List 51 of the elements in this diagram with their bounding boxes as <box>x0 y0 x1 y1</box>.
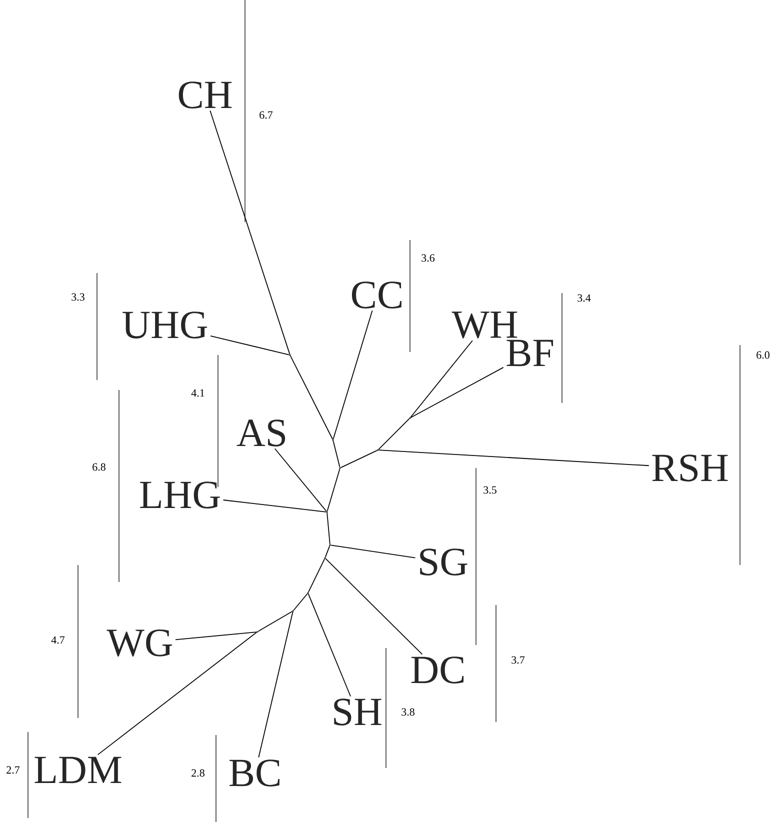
tree-branch <box>410 367 504 418</box>
tree-branch <box>324 546 330 558</box>
taxon-label: LDM <box>34 756 122 784</box>
tree-branch <box>410 340 473 418</box>
taxon-label: CC <box>352 282 402 308</box>
tree-branch <box>222 500 326 512</box>
scale-value: 2.7 <box>6 766 20 774</box>
tree-branch <box>308 593 352 697</box>
taxon-label: DC <box>411 656 464 684</box>
scale-value: 3.8 <box>402 708 414 716</box>
taxon-label: AS <box>236 420 286 446</box>
scale-value: 3.6 <box>422 254 435 262</box>
scale-value: 6.7 <box>260 111 273 119</box>
tree-branch <box>293 593 308 611</box>
tree-branch <box>97 632 257 756</box>
tree-branch <box>325 558 423 655</box>
tree-branch <box>378 450 650 466</box>
tree-branch <box>175 632 256 640</box>
scale-value: 3.5 <box>484 486 496 494</box>
scale-value: 3.4 <box>578 294 591 302</box>
taxon-label: UHG <box>122 312 208 338</box>
scale-value: 3.7 <box>512 656 525 664</box>
scale-value: 6.8 <box>92 463 106 471</box>
taxon-label: WH <box>452 312 518 338</box>
taxon-label: BF <box>506 340 553 366</box>
tree-branch <box>210 335 290 356</box>
taxon-label: WG <box>106 629 172 657</box>
scale-value: 2.8 <box>192 769 204 777</box>
taxon-label: LHG <box>140 482 220 508</box>
taxon-label: SH <box>334 698 382 726</box>
taxon-label: RSH <box>652 454 728 482</box>
taxon-label: BC <box>229 760 280 786</box>
scale-value: 3.3 <box>72 293 84 301</box>
tree-branch <box>308 558 326 593</box>
tree-branch <box>326 512 330 544</box>
taxon-label: CH <box>178 82 232 108</box>
taxon-label: SG <box>420 548 468 576</box>
tree-branch <box>210 110 290 354</box>
tree-branch <box>330 544 416 558</box>
tree-branch <box>290 355 333 440</box>
tree-branch <box>332 440 340 468</box>
tree-branch <box>326 468 340 512</box>
scale-value: 4.1 <box>191 389 204 397</box>
scale-value: 4.7 <box>51 636 65 644</box>
tree-branch <box>257 611 293 632</box>
tree-branch <box>332 310 373 440</box>
tree-branch <box>274 448 327 512</box>
tree-branch <box>340 450 378 468</box>
tree-branch <box>378 418 410 450</box>
scale-value: 6.0 <box>756 351 770 359</box>
tree-branch <box>258 612 294 758</box>
